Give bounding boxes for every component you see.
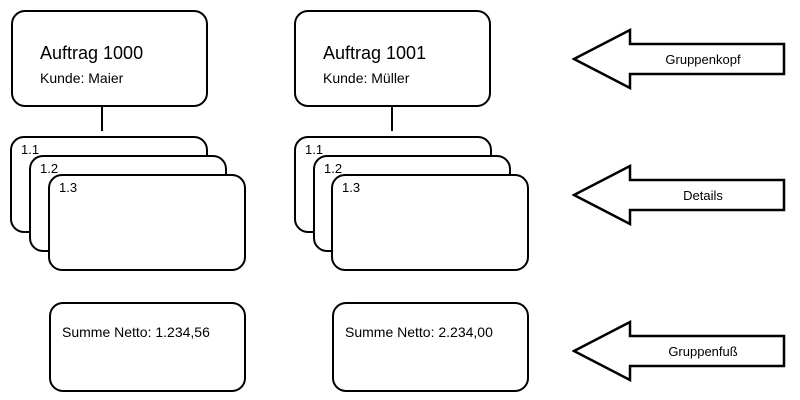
net-sum: Summe Netto: 2.234,00: [345, 324, 493, 340]
detail-number: 1.3: [59, 180, 78, 195]
detail-number: 1.1: [305, 142, 324, 157]
group-header-box-1001: Auftrag 1001 Kunde: Müller: [294, 10, 491, 107]
detail-card-1-3: 1.3: [48, 174, 246, 271]
order-title: Auftrag 1000: [40, 43, 144, 63]
detail-number: 1.2: [324, 161, 343, 176]
arrow-group-footer: Gruppenfuß: [572, 320, 786, 382]
detail-number: 1.1: [21, 142, 40, 157]
left-arrow-icon: [572, 28, 786, 90]
detail-card-2-3: 1.3: [331, 174, 529, 271]
connector-line: [101, 107, 103, 131]
customer-label: Kunde: Müller: [323, 70, 410, 86]
detail-number: 1.2: [40, 161, 59, 176]
group-footer-box-1000: Summe Netto: 1.234,56: [49, 302, 246, 392]
customer-label: Kunde: Maier: [40, 70, 124, 86]
net-sum: Summe Netto: 1.234,56: [62, 324, 210, 340]
arrow-details: Details: [572, 164, 786, 226]
left-arrow-icon: [572, 320, 786, 382]
group-footer-box-1001: Summe Netto: 2.234,00: [332, 302, 529, 392]
connector-line: [391, 107, 393, 131]
detail-number: 1.3: [342, 180, 361, 195]
label-details: Details: [683, 187, 723, 203]
left-arrow-icon: [572, 164, 786, 226]
arrow-group-header: Gruppenkopf: [572, 28, 786, 90]
order-title: Auftrag 1001: [323, 43, 427, 63]
group-header-box-1000: Auftrag 1000 Kunde: Maier: [11, 10, 208, 107]
label-group-header: Gruppenkopf: [665, 51, 741, 67]
label-group-footer: Gruppenfuß: [668, 343, 738, 359]
